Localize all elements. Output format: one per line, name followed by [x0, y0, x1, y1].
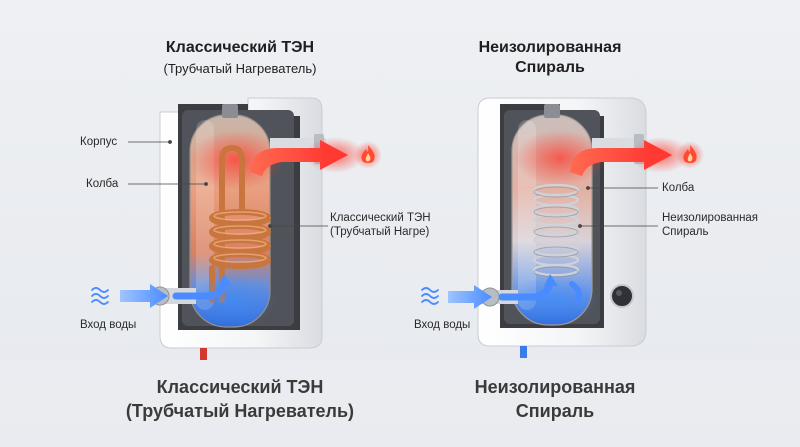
right-cold-arrow: [448, 285, 492, 309]
water-waves-icon: [421, 287, 439, 305]
right-heater: [421, 97, 704, 358]
right-bottom-title: Неизолированная Спираль: [450, 375, 660, 423]
left-label-element: Классический ТЭН (Трубчатый Нагре): [330, 211, 431, 239]
left-label-body: Корпус: [80, 136, 118, 148]
right-label-water-inlet: Вход воды: [414, 319, 471, 331]
right-top-title: Неизолированная Спираль: [450, 38, 650, 78]
left-top-subtitle: (Трубчатый Нагреватель): [163, 61, 317, 76]
right-label-spiral: Неизолированная Спираль: [662, 211, 758, 239]
bare-spiral-element: [532, 183, 580, 277]
right-bottom-title-line1: Неизолированная: [474, 377, 636, 397]
flame-icon: [354, 141, 382, 169]
right-label-spiral-line2: Спираль: [662, 226, 709, 238]
right-top-title-line1: Неизолированная: [478, 39, 622, 56]
control-knob: [610, 284, 634, 308]
left-label-flask: Колба: [86, 178, 119, 190]
right-bottom-title-line2: Спираль: [515, 401, 595, 421]
left-cold-arrow: [120, 284, 168, 308]
right-label-spiral-line1: Неизолированная: [662, 212, 759, 224]
left-label-element-line1: Классический ТЭН: [330, 212, 431, 224]
flame-icon: [676, 141, 704, 169]
left-label-water-inlet: Вход воды: [80, 319, 137, 331]
left-bottom-title-line1: Классический ТЭН: [156, 377, 324, 397]
left-top-title: Классический ТЭН (Трубчатый Нагреватель): [110, 38, 370, 78]
water-waves-icon: [91, 287, 109, 305]
left-bottom-title: Классический ТЭН (Трубчатый Нагреватель): [90, 375, 390, 423]
left-bottom-title-line2: (Трубчатый Нагреватель): [125, 401, 355, 421]
left-label-element-line2: (Трубчатый Нагре): [330, 226, 430, 238]
right-label-flask: Колба: [662, 182, 695, 194]
left-heater: [91, 97, 382, 360]
right-top-title-line2: Спираль: [515, 59, 585, 76]
left-top-title-text: Классический ТЭН: [165, 39, 315, 56]
